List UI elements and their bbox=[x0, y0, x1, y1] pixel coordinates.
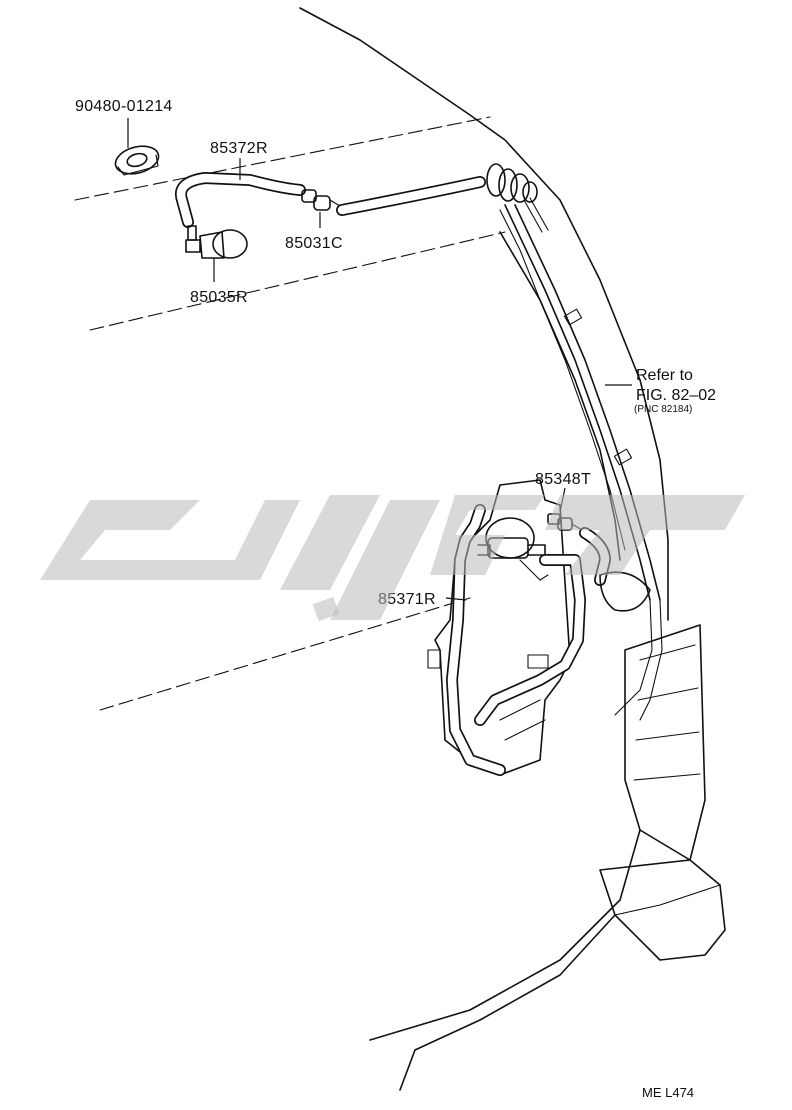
pillar-hose-upper bbox=[336, 163, 549, 233]
nozzle-part bbox=[185, 225, 248, 259]
grommet-part bbox=[114, 145, 160, 176]
part-label-grommet: 90480-01214 bbox=[75, 98, 173, 115]
part-label-joint: 85031C bbox=[285, 235, 343, 252]
drawing-code: ME L474 bbox=[642, 1085, 694, 1100]
joint-part bbox=[301, 189, 341, 211]
watermark-logo bbox=[40, 495, 745, 622]
part-label-lower-hose: 85371R bbox=[378, 591, 436, 608]
upper-hose bbox=[175, 172, 306, 228]
part-label-upper-hose: 85372R bbox=[210, 140, 268, 157]
reference-line-2: FIG. 82–02 bbox=[636, 387, 716, 404]
part-label-pump-joint: 85348T bbox=[535, 471, 591, 488]
lower-hose-leader bbox=[445, 597, 467, 601]
reference-line-3: (PNC 82184) bbox=[634, 404, 692, 415]
pillar-tube bbox=[499, 204, 663, 721]
reference-line-1: Refer to bbox=[636, 367, 693, 384]
part-label-nozzle: 85035R bbox=[190, 289, 248, 306]
